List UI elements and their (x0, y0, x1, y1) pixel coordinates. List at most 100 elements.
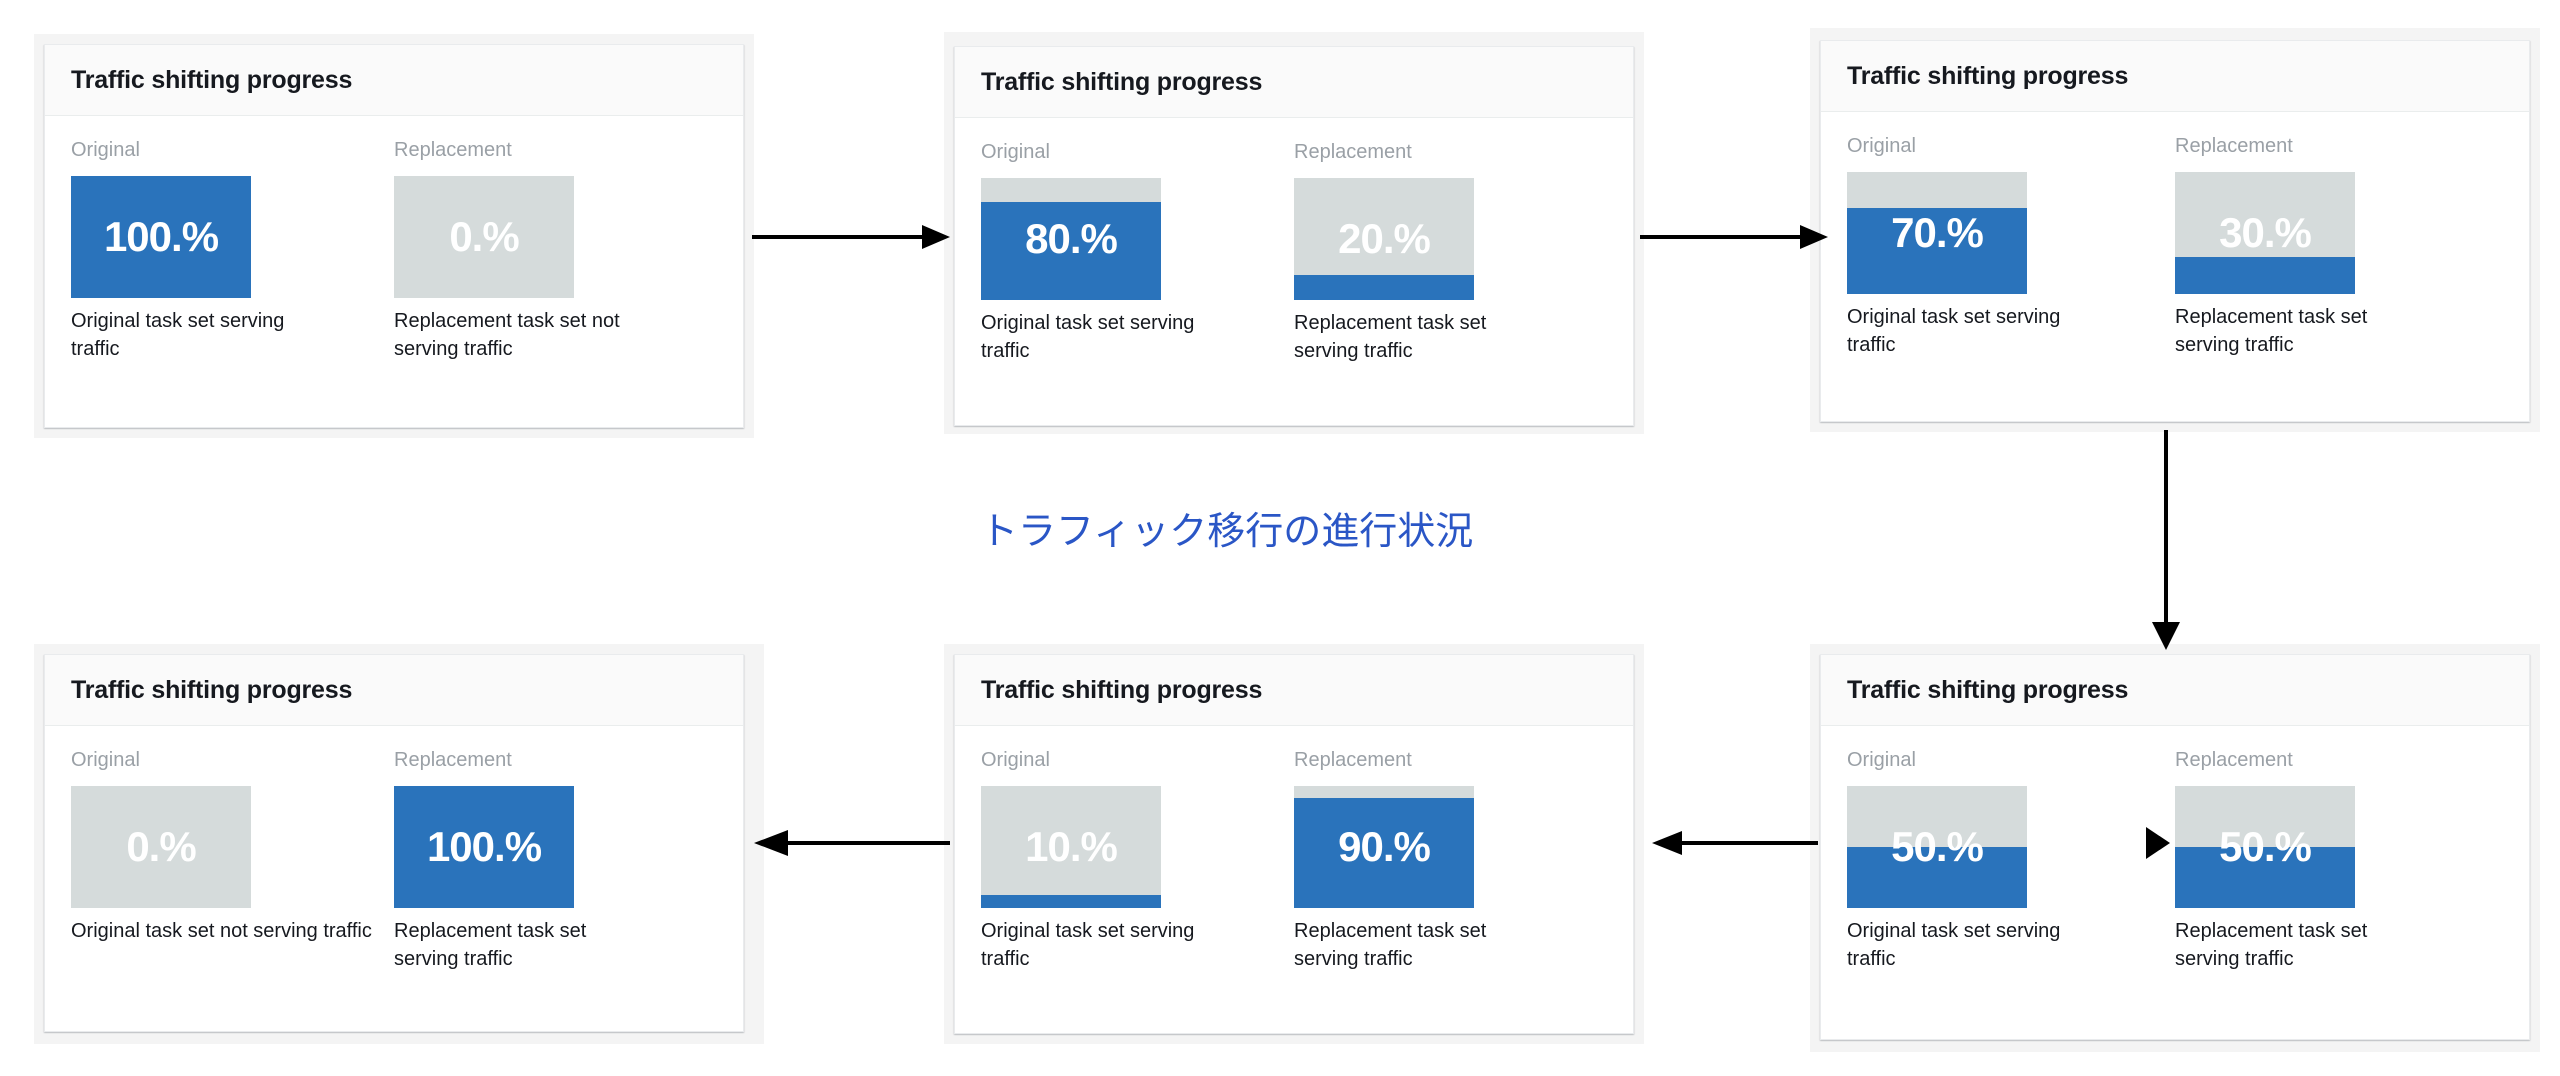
bar-replacement: 50.% (2175, 785, 2355, 908)
bar-fill-original (981, 201, 1161, 300)
bar-value-original: 10.% (1025, 822, 1118, 870)
bar-replacement: 20.% (1294, 177, 1474, 300)
column-replacement: Replacement 0.% Replacement task set not… (394, 138, 717, 364)
card-header: Traffic shifting progress (1821, 41, 2529, 112)
column-replacement: Replacement 20.% Replacement task set se… (1294, 140, 1607, 366)
cursor-pointer-icon (2146, 827, 2172, 864)
card-title: Traffic shifting progress (981, 676, 1263, 704)
bar-replacement: 30.% (2175, 171, 2355, 294)
bar-value-replacement: 30.% (2219, 208, 2312, 256)
bar-original: 80.% (981, 177, 1161, 300)
bar-caption-original: Original task set serving traffic (981, 919, 1195, 970)
column-original: Original 0.% Original task set not servi… (71, 748, 394, 974)
bar-value-original: 0.% (126, 822, 196, 870)
bar-caption-replacement: Replacement task set serving traffic (1294, 311, 1487, 362)
column-original: Original 10.% Original task set serving … (981, 748, 1294, 974)
bar-caption-replacement: Replacement task set serving traffic (2175, 305, 2368, 356)
card-body: Original 100.% Original task set serving… (45, 116, 743, 428)
bar-value-original: 100.% (103, 212, 219, 260)
bar-original: 50.% (1847, 785, 2027, 908)
card-title: Traffic shifting progress (71, 676, 353, 704)
bar-original: 0.% (71, 785, 251, 908)
group-label-replacement: Replacement (1294, 748, 1412, 771)
bar-original: 10.% (981, 785, 1161, 908)
card-body: Original 50.% Original task set serving … (1821, 726, 2529, 1040)
bar-caption-original: Original task set not serving traffic (71, 919, 372, 942)
bar-caption-original: Original task set serving traffic (71, 309, 285, 360)
bar-value-replacement: 90.% (1338, 822, 1431, 870)
bar-caption-original: Original task set serving traffic (1847, 305, 2061, 356)
card-step-4[interactable]: Traffic shifting progress Original 50.% … (1820, 654, 2530, 1040)
group-label-replacement: Replacement (2175, 748, 2293, 771)
bar-fill-replacement (1294, 275, 1474, 300)
card-body: Original 80.% Original task set serving … (955, 118, 1633, 426)
bar-caption-replacement: Replacement task set not serving traffic (394, 309, 620, 360)
bar-replacement: 90.% (1294, 785, 1474, 908)
arrow-step-2-to-3 (1640, 222, 1830, 252)
column-original: Original 50.% Original task set serving … (1847, 748, 2175, 974)
group-label-replacement: Replacement (394, 138, 512, 161)
group-label-replacement: Replacement (2175, 134, 2293, 157)
bar-fill-original (71, 175, 251, 298)
column-replacement: Replacement 90.% Replacement task set se… (1294, 748, 1607, 974)
card-step-6[interactable]: Traffic shifting progress Original 0.% O… (44, 654, 744, 1032)
bar-replacement: 0.% (394, 175, 574, 298)
arrow-step-4-to-5 (1650, 828, 1820, 858)
bar-value-original: 80.% (1025, 214, 1118, 262)
bar-fill-replacement (394, 785, 574, 908)
bar-value-replacement: 0.% (449, 212, 519, 260)
bar-value-replacement: 20.% (1338, 214, 1431, 262)
bar-value-replacement: 50.% (2219, 822, 2312, 870)
bar-original: 100.% (71, 175, 251, 298)
bar-original: 70.% (1847, 171, 2027, 294)
card-header: Traffic shifting progress (45, 45, 743, 116)
group-label-original: Original (71, 138, 140, 161)
bar-fill-original (1847, 208, 2027, 294)
bar-caption-original: Original task set serving traffic (1847, 919, 2061, 970)
column-original: Original 100.% Original task set serving… (71, 138, 394, 364)
group-label-original: Original (71, 748, 140, 771)
bar-caption-original: Original task set serving traffic (981, 311, 1195, 362)
card-header: Traffic shifting progress (45, 655, 743, 726)
bar-fill-original (1847, 846, 2027, 908)
card-step-2[interactable]: Traffic shifting progress Original 80.% … (954, 46, 1634, 426)
arrow-step-3-to-4 (2148, 430, 2184, 652)
bar-fill-replacement (1294, 797, 1474, 908)
column-original: Original 80.% Original task set serving … (981, 140, 1294, 366)
card-title: Traffic shifting progress (71, 66, 353, 94)
card-step-1[interactable]: Traffic shifting progress Original 100.%… (44, 44, 744, 428)
arrow-step-5-to-6 (752, 828, 952, 858)
card-title: Traffic shifting progress (981, 68, 1263, 96)
card-title: Traffic shifting progress (1847, 62, 2129, 90)
arrow-step-1-to-2 (752, 222, 952, 252)
bar-caption-replacement: Replacement task set serving traffic (394, 919, 587, 970)
card-body: Original 0.% Original task set not servi… (45, 726, 743, 1032)
group-label-replacement: Replacement (1294, 140, 1412, 163)
group-label-original: Original (981, 140, 1050, 163)
bar-fill-replacement (2175, 256, 2355, 294)
bar-value-replacement: 100.% (426, 822, 542, 870)
group-label-original: Original (981, 748, 1050, 771)
bar-fill-replacement (2175, 846, 2355, 908)
page-caption: トラフィック移行の進行状況 (980, 509, 1474, 553)
group-label-replacement: Replacement (394, 748, 512, 771)
card-title: Traffic shifting progress (1847, 676, 2129, 704)
bar-replacement: 100.% (394, 785, 574, 908)
bar-value-original: 50.% (1891, 822, 1984, 870)
card-step-5[interactable]: Traffic shifting progress Original 10.% … (954, 654, 1634, 1034)
card-header: Traffic shifting progress (955, 655, 1633, 726)
card-body: Original 10.% Original task set serving … (955, 726, 1633, 1034)
column-original: Original 70.% Original task set serving … (1847, 134, 2175, 360)
card-header: Traffic shifting progress (1821, 655, 2529, 726)
card-body: Original 70.% Original task set serving … (1821, 112, 2529, 422)
column-replacement: Replacement 50.% Replacement task set se… (2175, 748, 2503, 974)
column-replacement: Replacement 100.% Replacement task set s… (394, 748, 717, 974)
column-replacement: Replacement 30.% Replacement task set se… (2175, 134, 2503, 360)
bar-value-original: 70.% (1891, 208, 1984, 256)
bar-fill-original (981, 895, 1161, 908)
card-step-3[interactable]: Traffic shifting progress Original 70.% … (1820, 40, 2530, 422)
group-label-original: Original (1847, 748, 1916, 771)
bar-caption-replacement: Replacement task set serving traffic (2175, 919, 2368, 970)
bar-caption-replacement: Replacement task set serving traffic (1294, 919, 1487, 970)
